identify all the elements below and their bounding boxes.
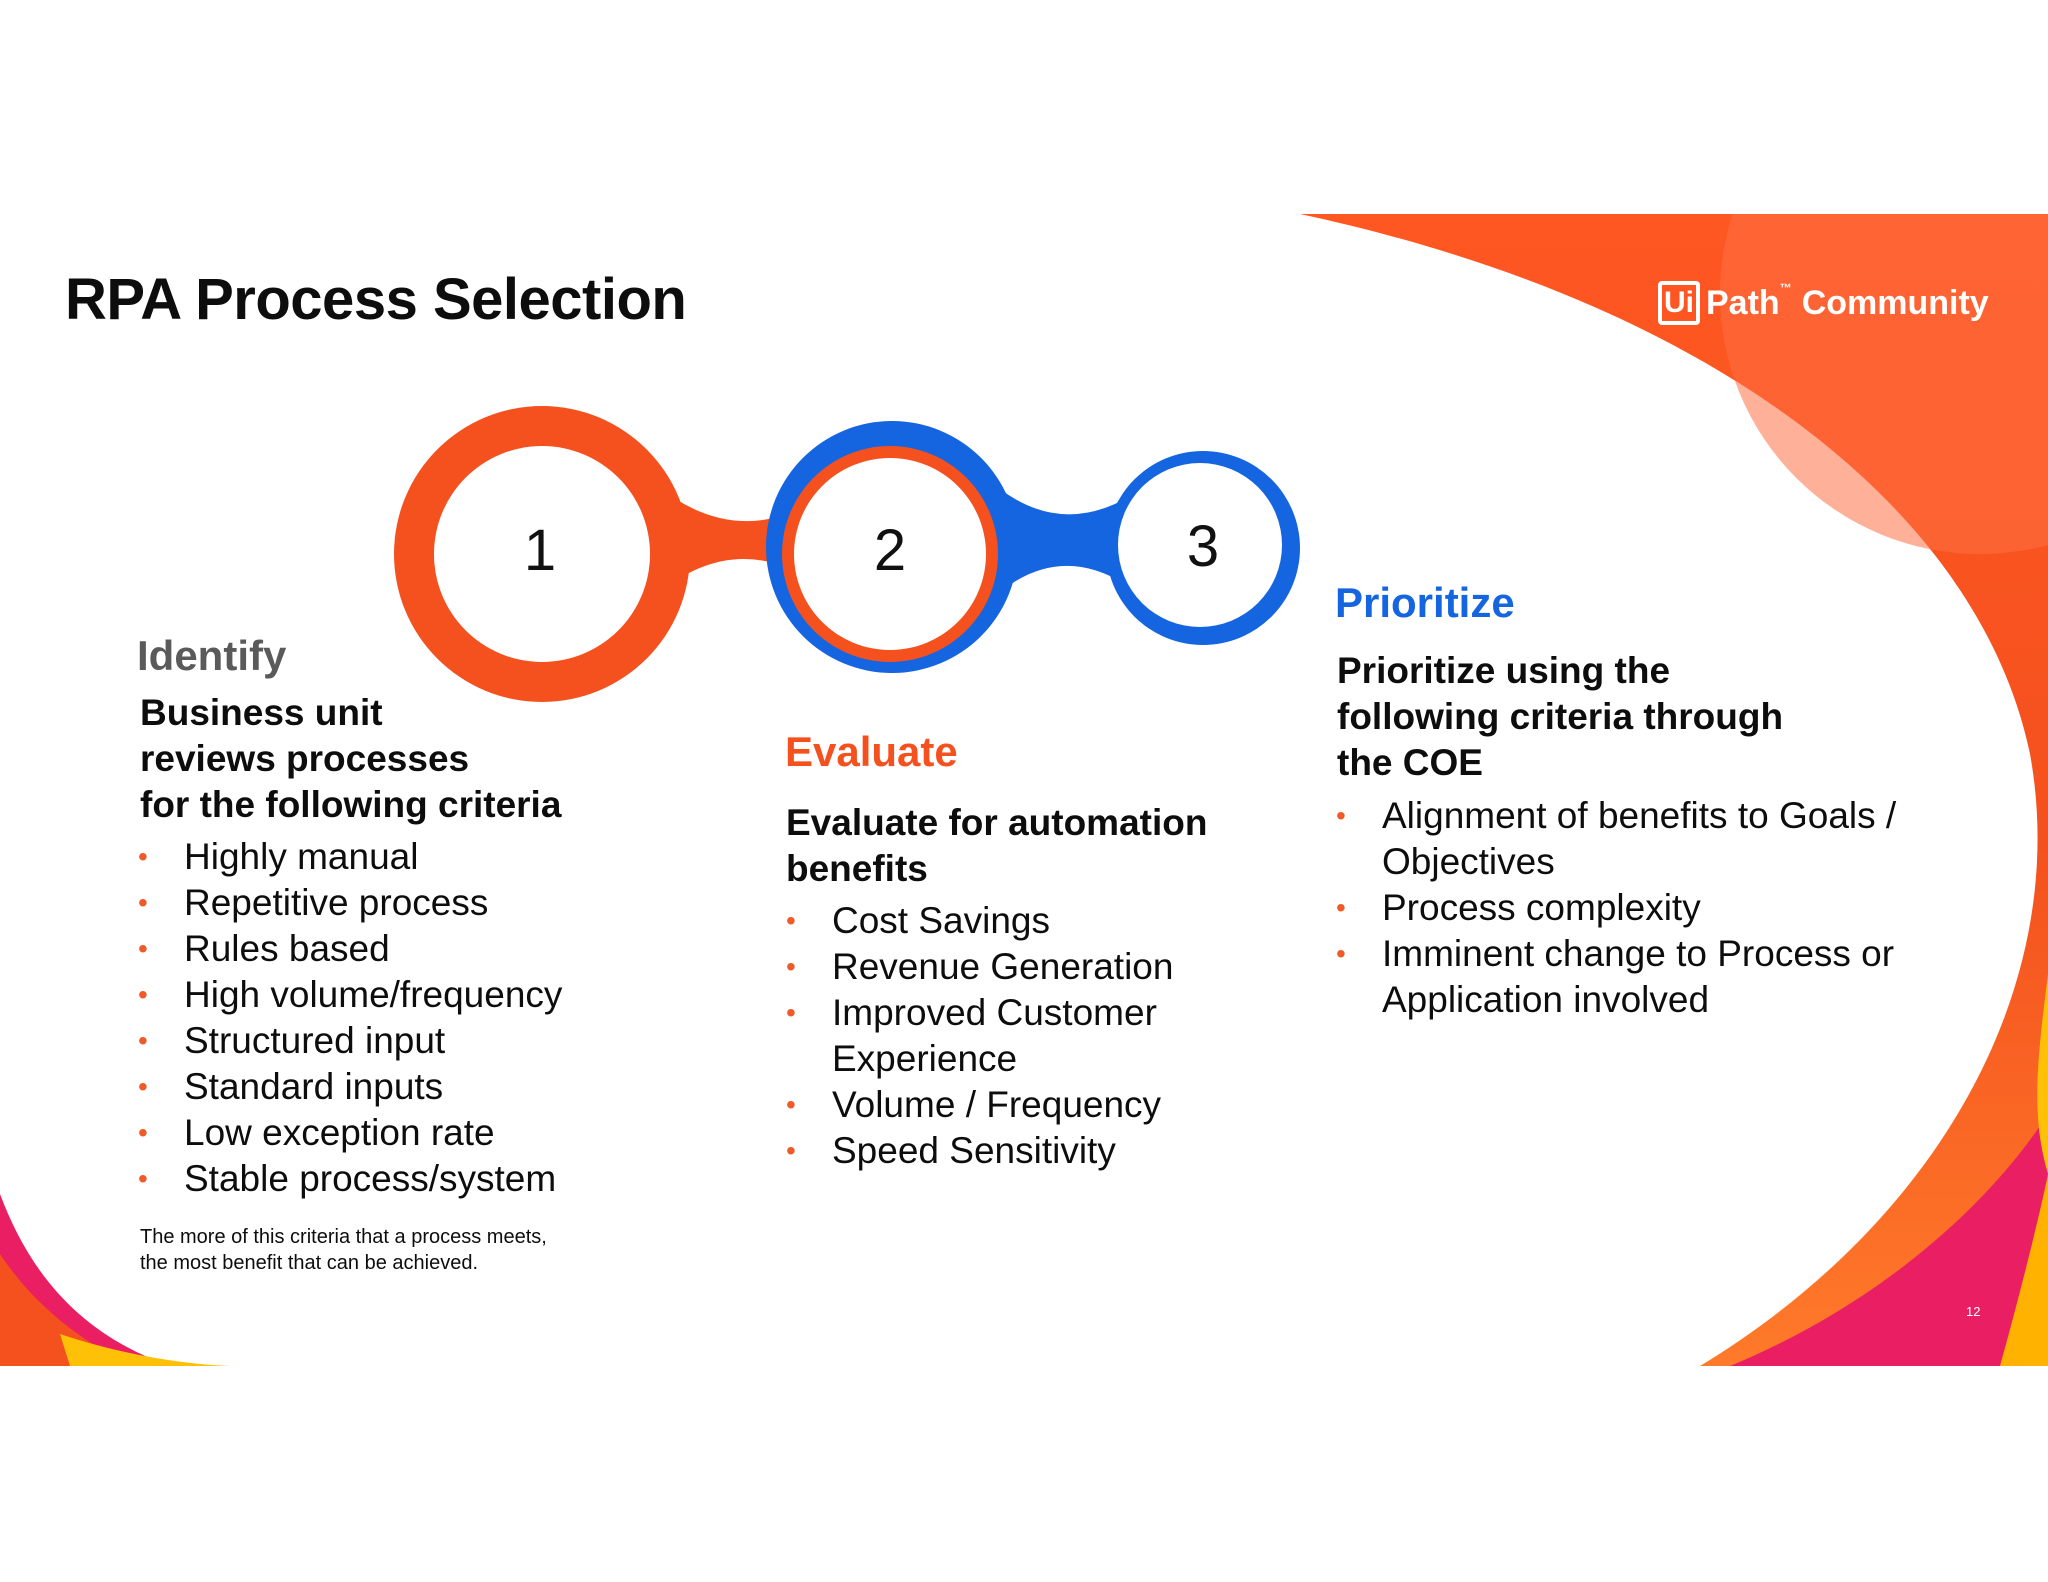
list-item: • Volume / Frequency (786, 1082, 1173, 1128)
slide: RPA Process Selection Ui Path ™ Communit… (0, 214, 2048, 1366)
logo-path-text: Path (1706, 283, 1780, 322)
bullet-dot-icon: • (138, 841, 148, 872)
bullet-dot-icon: • (786, 951, 796, 982)
footnote-line: the most benefit that can be achieved. (140, 1252, 478, 1274)
circle-2-center (794, 458, 986, 650)
identify-subheading-line: for the following criteria (140, 784, 562, 825)
bullet-dot-icon: • (138, 1025, 148, 1056)
list-item: • Revenue Generation (786, 944, 1173, 990)
list-item-text-continued: Application involved (1382, 979, 1710, 1020)
prioritize-subheading: Prioritize using the following criteria … (1337, 648, 1783, 786)
list-item-text-continued: Experience (832, 1038, 1018, 1079)
list-item-text: Imminent change to Process or (1382, 933, 1895, 974)
list-item: • Standard inputs (138, 1064, 562, 1110)
list-item-text: Cost Savings (832, 900, 1050, 941)
prioritize-heading: Prioritize (1335, 579, 1515, 626)
bullet-dot-icon: • (786, 997, 796, 1028)
identify-heading: Identify (137, 632, 287, 679)
circle-1-center (434, 446, 650, 662)
step-number-1: 1 (523, 518, 557, 583)
list-item-text: Highly manual (184, 836, 419, 877)
logo-trademark: ™ (1779, 281, 1792, 295)
list-item: • Repetitive process (138, 880, 562, 926)
step-number-3: 3 (1186, 514, 1220, 579)
bullet-dot-icon: • (786, 1089, 796, 1120)
list-item: • Rules based (138, 926, 562, 972)
list-item-text: Low exception rate (184, 1112, 495, 1153)
evaluate-subheading: Evaluate for automation benefits (786, 800, 1207, 892)
list-item: • Structured input (138, 1018, 562, 1064)
identify-subheading-line: Business unit (140, 692, 383, 733)
connector-1-2 (655, 484, 830, 596)
bullet-dot-icon: • (1336, 892, 1346, 923)
list-item: • Stable process/system (138, 1156, 562, 1202)
right-yellow-shape (2000, 1174, 2048, 1366)
bullet-dot-icon: • (138, 1117, 148, 1148)
list-item: • Cost Savings (786, 898, 1173, 944)
evaluate-heading: Evaluate (785, 728, 958, 775)
prioritize-subheading-line: the COE (1337, 742, 1483, 783)
footnote-line: The more of this criteria that a process… (140, 1226, 547, 1248)
bullet-dot-icon: • (138, 887, 148, 918)
list-item: • Process complexity (1336, 885, 1896, 931)
list-item-text: High volume/frequency (184, 974, 563, 1015)
list-item-text: Repetitive process (184, 882, 489, 923)
light-circle-decoration (1720, 214, 2048, 554)
bullet-dot-icon: • (138, 979, 148, 1010)
connector-2-3 (1000, 489, 1125, 592)
left-yellow-shape (60, 1334, 230, 1366)
evaluate-benefits-list: • Cost Savings • Revenue Generation • Impro… (786, 898, 1173, 1174)
list-item-text: Process complexity (1382, 887, 1701, 928)
right-pink-shape (1730, 1114, 2048, 1366)
evaluate-subheading-line: benefits (786, 848, 928, 889)
list-item: • High volume/frequency (138, 972, 562, 1018)
bullet-dot-icon: • (138, 933, 148, 964)
list-item-text: Stable process/system (184, 1158, 557, 1199)
bullet-dot-icon: • (138, 1163, 148, 1194)
list-item-text: Volume / Frequency (832, 1084, 1162, 1125)
right-yellow-edge (2037, 974, 2048, 1174)
logo-ui-box: Ui (1658, 281, 1700, 325)
circle-3-center (1118, 463, 1282, 627)
identify-criteria-list: • Highly manual • Repetitive process • Rule… (138, 834, 562, 1202)
bullet-dot-icon: • (1336, 938, 1346, 969)
logo-community-text: Community (1801, 283, 1989, 322)
identify-footnote: The more of this criteria that a process… (140, 1224, 547, 1276)
uipath-community-logo: Ui Path ™ Community (1658, 277, 1989, 329)
bullet-dot-icon: • (786, 1135, 796, 1166)
prioritize-criteria-list: • Alignment of benefits to Goals / Objecti… (1336, 793, 1896, 1023)
list-item-text: Standard inputs (184, 1066, 444, 1107)
page-number: 12 (1966, 1304, 1981, 1319)
list-item: • Alignment of benefits to Goals / Objecti… (1336, 793, 1896, 885)
list-item: • Speed Sensitivity (786, 1128, 1173, 1174)
identify-subheading: Business unit reviews processes for the … (140, 690, 561, 828)
list-item: • Highly manual (138, 834, 562, 880)
slide-title: RPA Process Selection (65, 267, 687, 332)
list-item-text: Alignment of benefits to Goals / (1382, 795, 1897, 836)
bullet-dot-icon: • (138, 1071, 148, 1102)
list-item-text: Improved Customer (832, 992, 1157, 1033)
prioritize-subheading-line: following criteria through (1337, 696, 1784, 737)
list-item-text-continued: Objectives (1382, 841, 1555, 882)
list-item-text: Structured input (184, 1020, 446, 1061)
step-number-2: 2 (873, 518, 907, 583)
background-decoration (0, 214, 2048, 1366)
prioritize-subheading-line: Prioritize using the (1337, 650, 1671, 691)
list-item: • Imminent change to Process or Applicatio… (1336, 931, 1896, 1023)
list-item: • Low exception rate (138, 1110, 562, 1156)
steps-graphic (394, 406, 1300, 702)
bullet-dot-icon: • (1336, 800, 1346, 831)
evaluate-subheading-line: Evaluate for automation (786, 802, 1208, 843)
list-item-text: Speed Sensitivity (832, 1130, 1116, 1171)
bullet-dot-icon: • (786, 905, 796, 936)
list-item-text: Rules based (184, 928, 390, 969)
list-item-text: Revenue Generation (832, 946, 1174, 987)
left-orange-shape (0, 1254, 130, 1366)
identify-subheading-line: reviews processes (140, 738, 470, 779)
